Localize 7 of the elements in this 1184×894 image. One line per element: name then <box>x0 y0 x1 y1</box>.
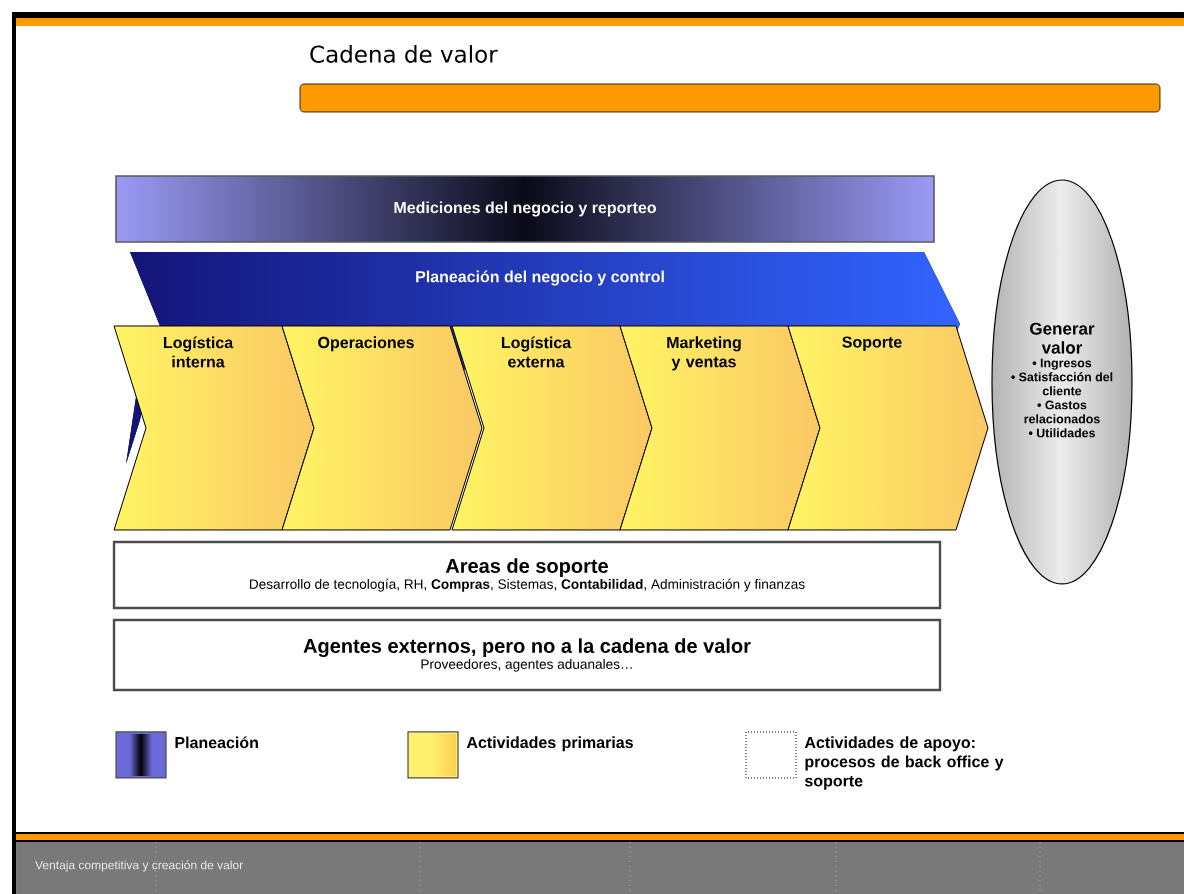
legend-text: Planeación <box>175 736 258 749</box>
activity-step: Soporte <box>787 325 989 531</box>
title-banner: Cadena de valor <box>299 45 1161 113</box>
measurement-bar: Mediciones del negocio y reporteo <box>115 175 935 243</box>
legend-text: Actividades de apoyo: procesos de back office y soporte <box>804 736 1004 790</box>
activity-step: Logística interna <box>113 325 315 531</box>
legend-text: Actividades primarias <box>466 736 633 752</box>
